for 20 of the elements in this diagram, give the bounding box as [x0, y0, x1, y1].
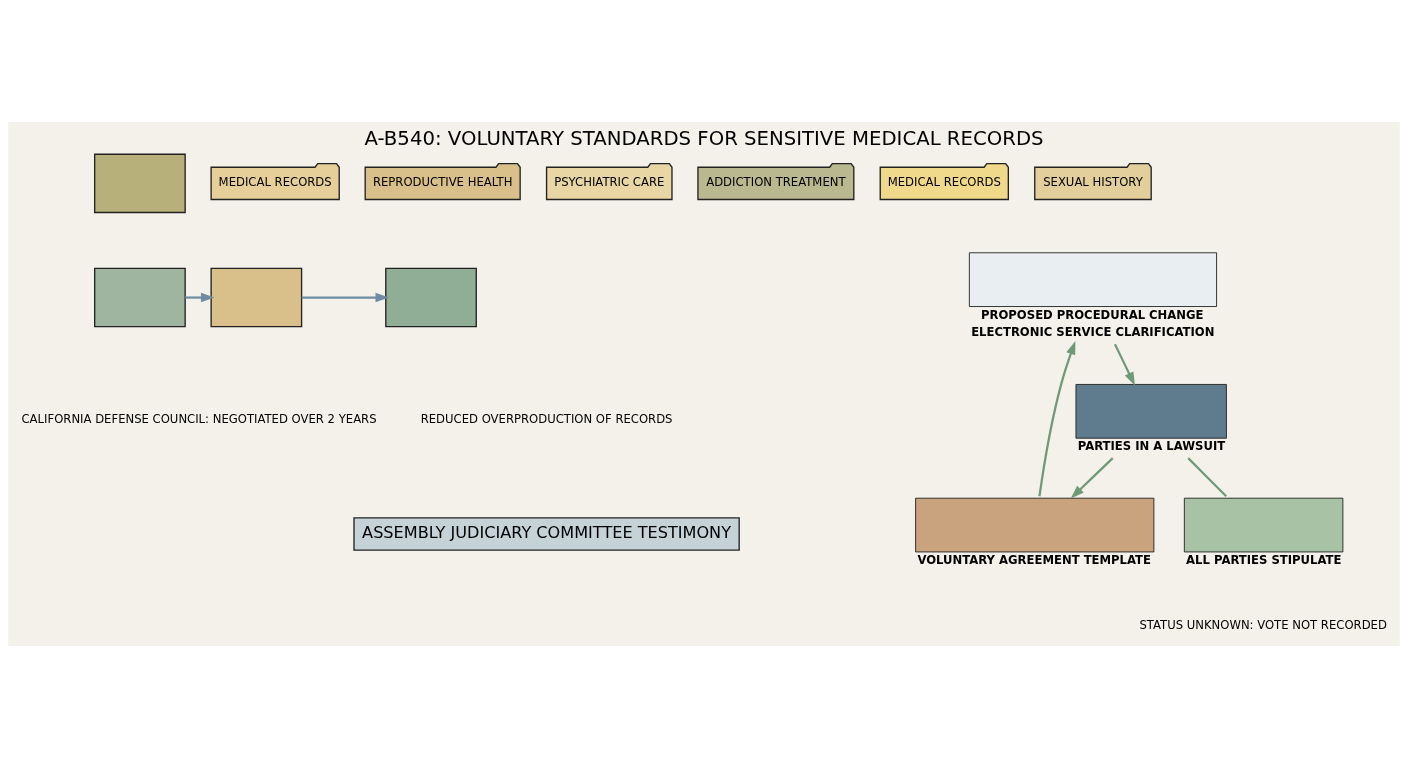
connector	[1187, 457, 1228, 497]
node-box	[210, 267, 303, 328]
node-box	[94, 153, 186, 214]
arrow	[1038, 341, 1076, 497]
node-label: VOLUNTARY AGREEMENT TEMPLATE	[917, 552, 1151, 567]
arrow	[185, 292, 215, 303]
arrow	[1113, 343, 1135, 386]
diagram-title: A-B540: VOLUNTARY STANDARDS FOR SENSITIVE MEDICAL RECORDS	[364, 126, 1044, 150]
node-label: PROPOSED PROCEDURAL CHANGE	[981, 307, 1204, 322]
caption: ASSEMBLY JUDICIARY COMMITTEE TESTIMONY	[362, 522, 732, 542]
node-box	[385, 267, 477, 328]
arrow	[1070, 457, 1114, 499]
node-label: PARTIES IN A LAWSUIT	[1077, 439, 1226, 454]
label: CALIFORNIA DEFENSE COUNCIL: NEGOTIATED OVER 2 YEARS	[21, 412, 377, 427]
node-box	[94, 267, 186, 328]
node-label: ALL PARTIES STIPULATE	[1186, 552, 1342, 567]
node-label: ELECTRONIC SERVICE CLARIFICATION	[971, 325, 1215, 340]
arrow	[301, 292, 389, 303]
label: STATUS UNKNOWN: VOTE NOT RECORDED	[1139, 618, 1387, 633]
label: REDUCED OVERPRODUCTION OF RECORDS	[420, 412, 673, 427]
